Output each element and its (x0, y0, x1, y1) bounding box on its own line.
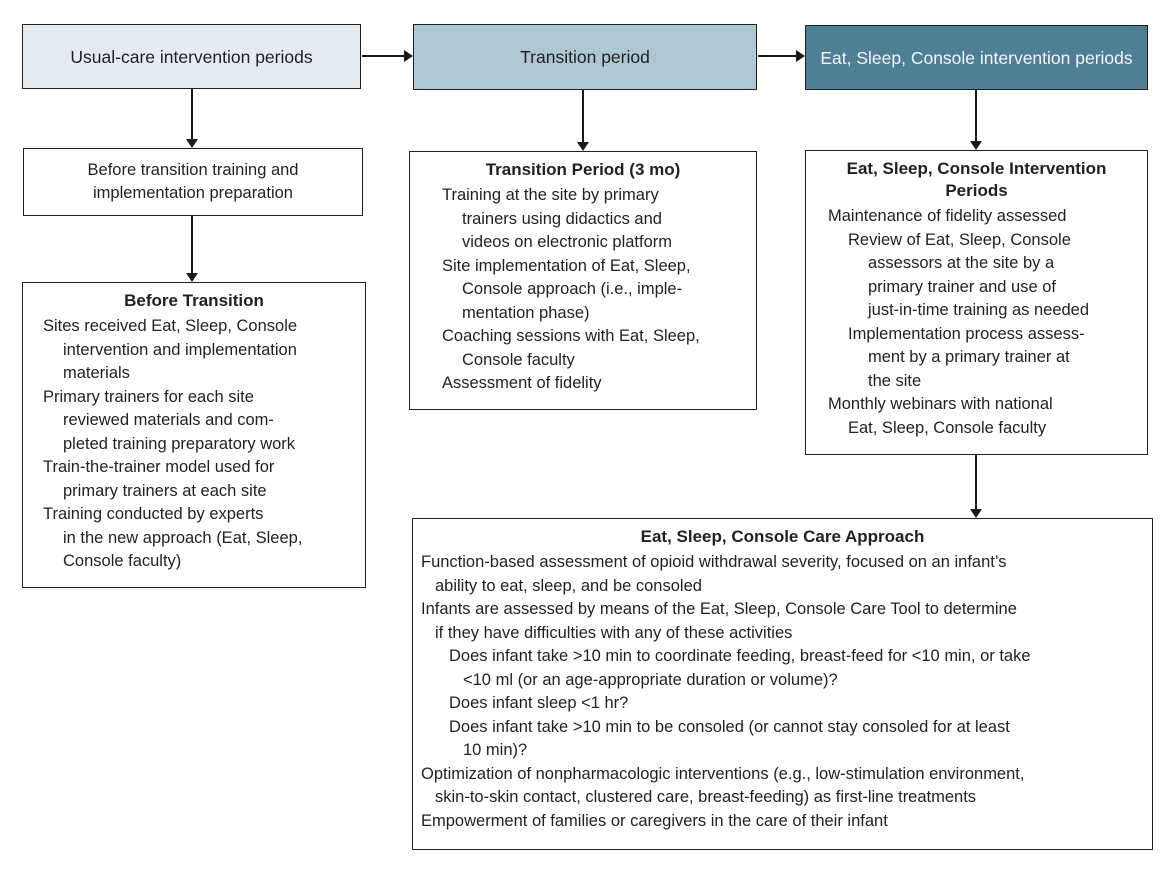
text-line: Train-the-trainer model used for (43, 458, 275, 476)
text-line: 10 min)? (463, 741, 528, 759)
arrow-stem (191, 89, 193, 139)
text-line: just-in-time training as needed (868, 301, 1090, 319)
text-line: in the new approach (Eat, Sleep, (63, 528, 303, 547)
arrow-transition-to-detail (577, 90, 589, 151)
text-line: Assessment of fidelity (442, 374, 602, 392)
text-line: Monthly webinars with national (828, 395, 1053, 413)
box-before-transition-title: Before Transition (124, 291, 264, 310)
text-line: Does infant take >10 min to be consoled … (449, 717, 1010, 736)
arrow-stem (362, 55, 404, 57)
text-line: the site (868, 371, 922, 390)
text-line: primary trainer and use of (868, 277, 1057, 296)
text-line: intervention and implementation (63, 340, 297, 359)
text-line: ability to eat, sleep, and be consoled (435, 576, 702, 595)
text-line: <10 ml (or an age-appropriate duration o… (463, 670, 838, 689)
arrow-stem (582, 90, 584, 142)
header-esc-intervention-periods: Eat, Sleep, Console intervention periods (805, 25, 1148, 90)
text-line: Infants are assessed by means of the Eat… (421, 600, 1017, 618)
arrow-down-head (970, 141, 982, 150)
arrow-stem (191, 216, 193, 273)
text-line: Console faculty) (63, 552, 182, 570)
box-esc-intervention-periods-detail: Eat, Sleep, Console Intervention Periods… (805, 150, 1148, 455)
text-line: Review of Eat, Sleep, Console (848, 230, 1071, 249)
box-pre-transition-text: Before transition training and implement… (87, 161, 299, 202)
arrow-stem (975, 90, 977, 141)
header-esc-label: Eat, Sleep, Console intervention periods (820, 47, 1133, 68)
box-transition-period-lines: Training at the site by primary trainers … (410, 181, 756, 396)
text-line: Optimization of nonpharmacologic interve… (421, 764, 1025, 783)
box-esc-care-approach: Eat, Sleep, Console Care Approach Functi… (412, 518, 1153, 850)
arrow-stem (975, 455, 977, 509)
text-line: Training at the site by primary (442, 186, 659, 204)
text-line: primary trainers at each site (63, 481, 267, 500)
text-line: Implementation process assess- (848, 324, 1085, 343)
text-line: pleted training preparatory work (63, 434, 296, 453)
text-line: videos on electronic platform (462, 233, 673, 251)
box-transition-period-detail: Transition Period (3 mo) Training at the… (409, 151, 757, 410)
text-line: if they have difficulties with any of th… (435, 623, 793, 642)
arrow-transition-to-esc (758, 50, 805, 62)
box-before-transition-lines: Sites received Eat, Sleep, Console interv… (23, 312, 365, 574)
arrow-right-head (796, 50, 805, 62)
text-line: Function-based assessment of opioid with… (421, 553, 1007, 571)
arrow-pre-to-before-transition (186, 216, 198, 282)
box-before-transition: Before Transition Sites received Eat, Sl… (22, 282, 366, 588)
text-line: Console faculty (462, 350, 575, 369)
header-transition-label: Transition period (520, 47, 650, 67)
text-line: materials (63, 364, 130, 382)
arrow-down-head (186, 139, 198, 148)
box-esc-periods-title: Eat, Sleep, Console Intervention Periods (846, 159, 1107, 200)
text-line: Coaching sessions with Eat, Sleep, (442, 327, 700, 345)
text-line: skin-to-skin contact, clustered care, br… (435, 788, 977, 806)
text-line: Does infant take >10 min to coordinate f… (449, 647, 1031, 665)
text-line: mentation phase) (462, 303, 590, 322)
header-transition-period: Transition period (413, 24, 757, 90)
text-line: Console approach (i.e., imple- (462, 280, 683, 298)
arrow-down-head (577, 142, 589, 151)
arrow-stem (758, 55, 796, 57)
text-line: Training conducted by experts (43, 505, 264, 523)
box-pre-transition: Before transition training and implement… (23, 148, 363, 216)
text-line: Sites received Eat, Sleep, Console (43, 317, 298, 335)
text-line: ment by a primary trainer at (868, 348, 1070, 366)
arrow-right-head (404, 50, 413, 62)
text-line: Primary trainers for each site (43, 387, 254, 406)
text-line: Empowerment of families or caregivers in… (421, 811, 888, 830)
arrow-down-head (970, 509, 982, 518)
box-transition-period-title: Transition Period (3 mo) (485, 160, 681, 179)
text-line: trainers using didactics and (462, 209, 662, 228)
text-line: Eat, Sleep, Console faculty (848, 418, 1047, 437)
text-line: assessors at the site by a (868, 254, 1055, 272)
text-line: Maintenance of fidelity assessed (828, 207, 1067, 225)
header-usual-care-periods: Usual-care intervention periods (22, 24, 361, 89)
arrow-usual-to-pre-transition (186, 89, 198, 148)
text-line: Does infant sleep <1 hr? (449, 694, 629, 712)
box-esc-care-approach-title: Eat, Sleep, Console Care Approach (640, 527, 925, 546)
text-line: reviewed materials and com- (63, 411, 274, 429)
arrow-esc-detail-to-care-approach (970, 455, 982, 518)
arrow-down-head (186, 273, 198, 282)
arrow-esc-to-detail (970, 90, 982, 150)
text-line: Site implementation of Eat, Sleep, (442, 256, 691, 275)
header-usual-care-label: Usual-care intervention periods (70, 46, 313, 67)
arrow-usual-to-transition (362, 50, 413, 62)
box-esc-care-approach-lines: Function-based assessment of opioid with… (413, 548, 1152, 833)
